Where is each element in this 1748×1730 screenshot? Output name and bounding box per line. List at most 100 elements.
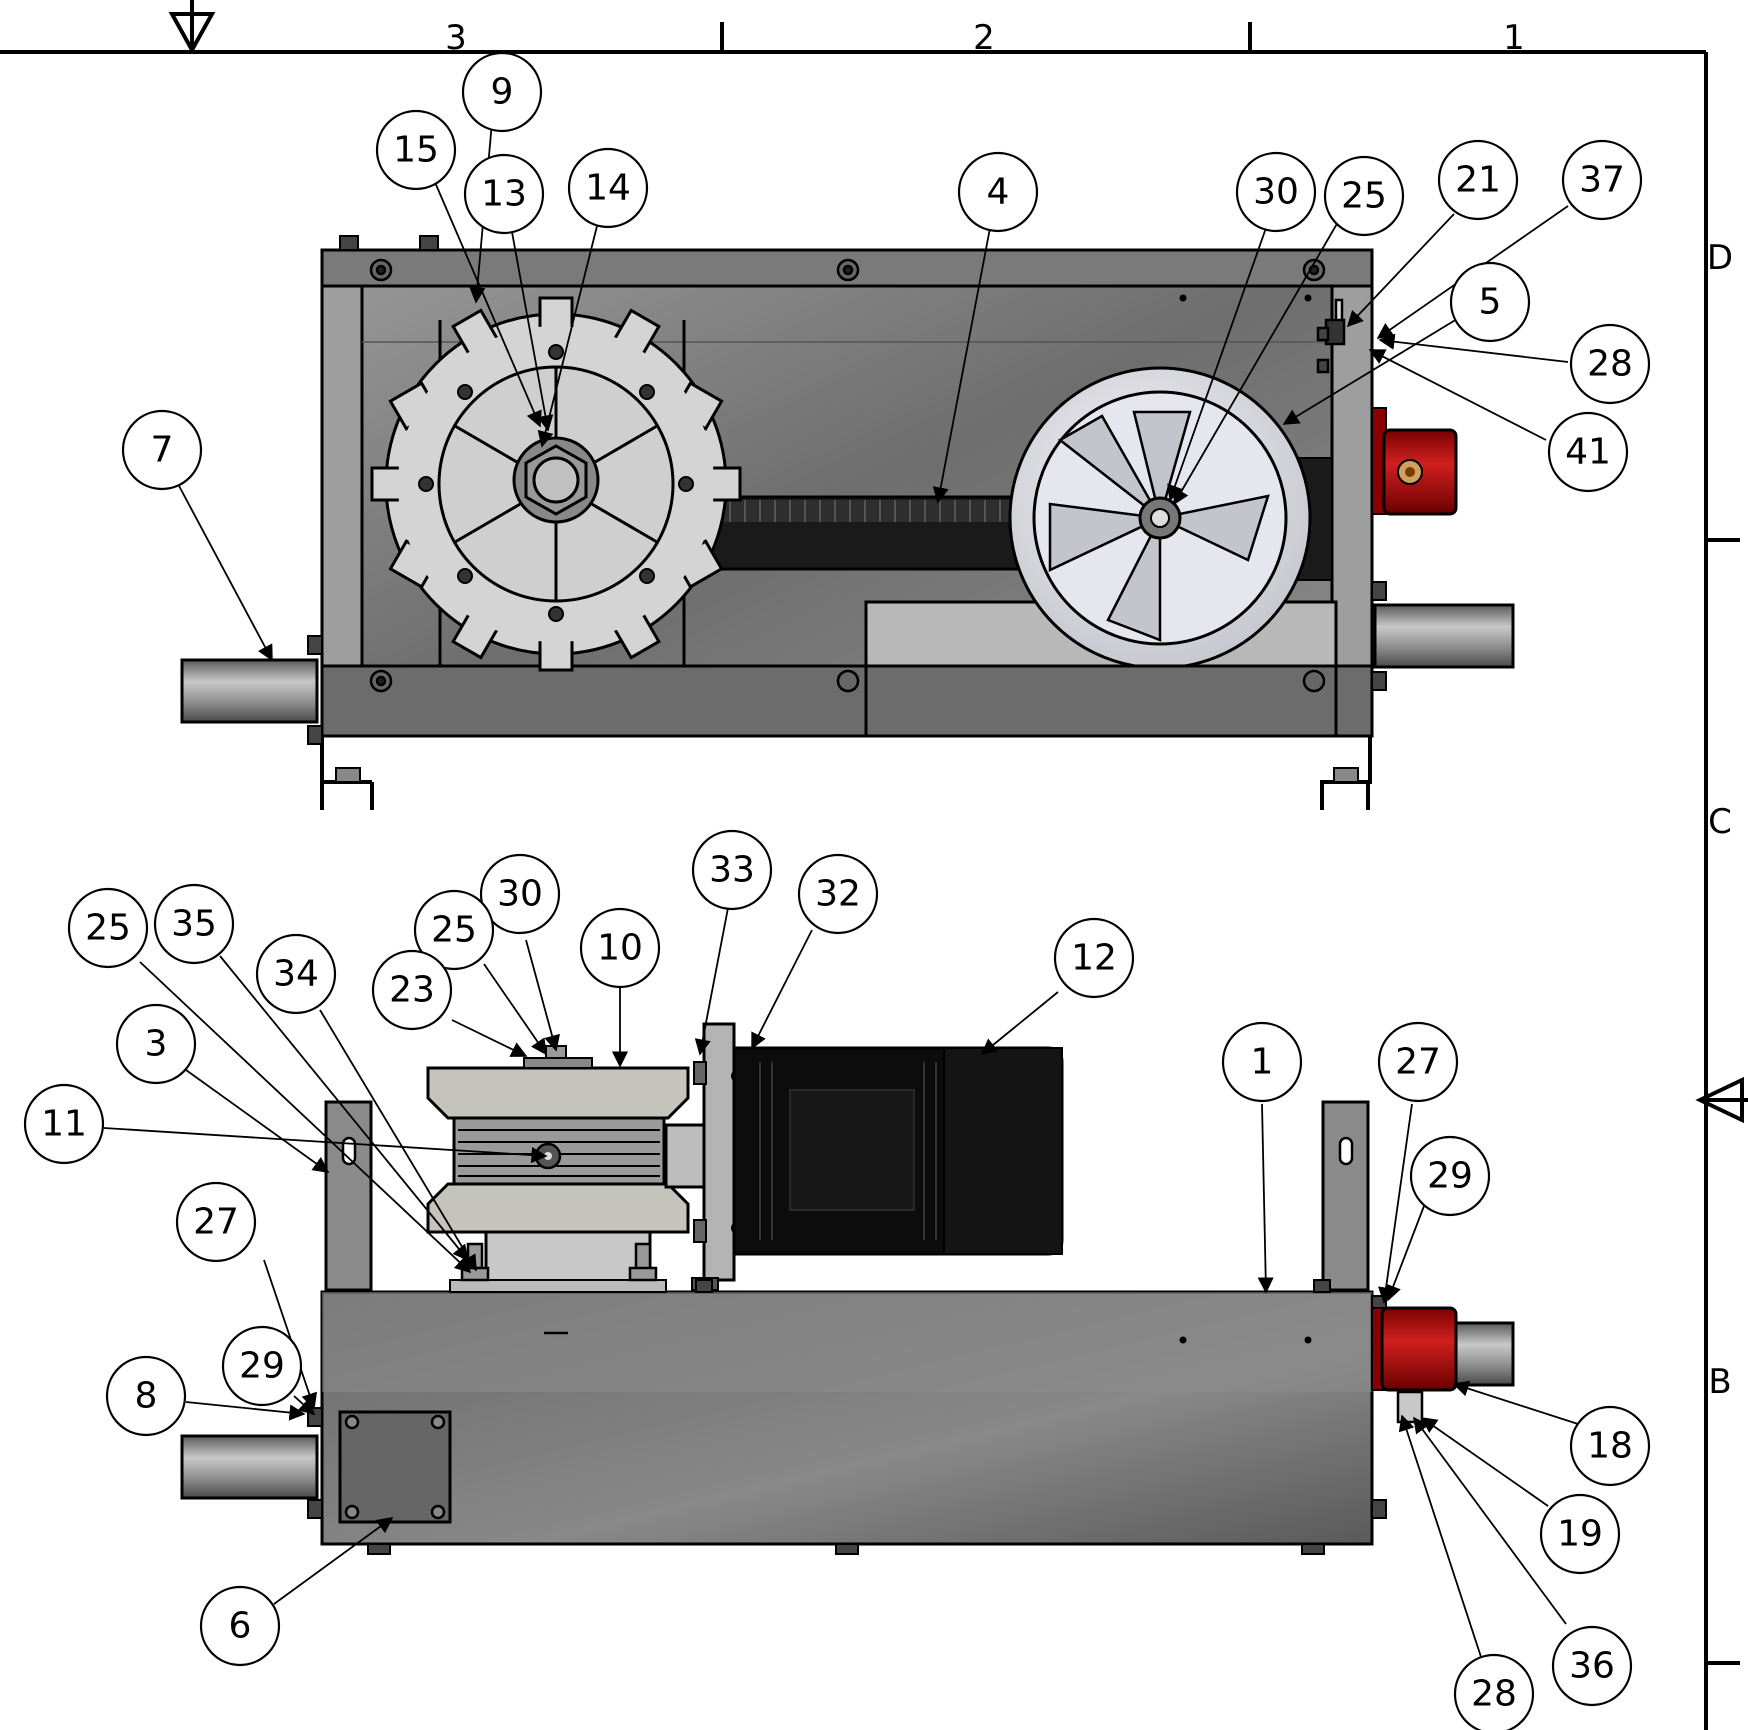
svg-text:9: 9 <box>491 72 514 113</box>
zone-label-c: C <box>1708 802 1732 842</box>
right-shaft <box>1373 603 1515 669</box>
svg-text:25: 25 <box>1341 176 1387 217</box>
balloon-1: 1 <box>1221 1021 1303 1103</box>
balloon-8: 8 <box>105 1355 187 1437</box>
balloon-27-right: 27 <box>1377 1021 1459 1103</box>
balloon-6: 6 <box>199 1585 281 1667</box>
balloons-front-view: 33 32 30 25 35 25 10 12 34 23 3 11 1 27 … <box>23 829 1651 1730</box>
svg-text:30: 30 <box>1253 172 1299 213</box>
svg-text:3: 3 <box>145 1024 168 1065</box>
balloon-25-front-a: 25 <box>413 889 495 971</box>
centering-mark-top <box>168 0 216 55</box>
svg-text:23: 23 <box>389 970 435 1011</box>
svg-text:25: 25 <box>431 910 477 951</box>
svg-text:28: 28 <box>1471 1674 1517 1715</box>
gearbox <box>426 1045 690 1293</box>
left-upright <box>324 1100 373 1292</box>
coupling-shaft <box>664 1123 708 1189</box>
front-view <box>180 1022 1515 1555</box>
housing-left-wall <box>320 284 364 668</box>
balloons-top-view: 9 15 13 14 4 30 25 21 37 5 28 41 7 <box>121 51 1651 493</box>
balloon-4: 4 <box>957 151 1039 233</box>
right-upright <box>1321 1100 1370 1292</box>
cover-plate <box>338 1410 452 1524</box>
svg-text:27: 27 <box>1395 1042 1441 1083</box>
limit-switch <box>1316 298 1346 374</box>
svg-text:10: 10 <box>597 928 643 969</box>
balloon-12: 12 <box>1053 917 1135 999</box>
balloon-14: 14 <box>567 147 649 229</box>
balloon-9: 9 <box>461 51 543 133</box>
svg-text:27: 27 <box>193 1202 239 1243</box>
svg-text:15: 15 <box>393 130 439 171</box>
balloon-23: 23 <box>371 949 453 1031</box>
balloon-29-left: 29 <box>221 1325 303 1407</box>
svg-text:33: 33 <box>709 850 755 891</box>
balloon-28-top: 28 <box>1569 323 1651 405</box>
svg-text:7: 7 <box>151 430 174 471</box>
svg-text:34: 34 <box>273 954 319 995</box>
svg-text:36: 36 <box>1569 1646 1615 1687</box>
balloon-41: 41 <box>1547 411 1629 493</box>
encoder-top <box>1371 407 1458 516</box>
svg-text:1: 1 <box>1251 1042 1274 1083</box>
zone-label-3: 3 <box>445 18 467 58</box>
zone-label-2: 2 <box>973 18 995 58</box>
encoder-front <box>1371 1295 1458 1424</box>
svg-text:4: 4 <box>987 172 1010 213</box>
svg-text:21: 21 <box>1455 160 1501 201</box>
balloon-25-front-b: 25 <box>67 887 149 969</box>
svg-text:29: 29 <box>1427 1156 1473 1197</box>
centering-mark-right <box>1695 1076 1748 1124</box>
balloon-35: 35 <box>153 883 235 965</box>
balloon-5: 5 <box>1449 261 1531 343</box>
svg-text:32: 32 <box>815 874 861 915</box>
svg-text:41: 41 <box>1565 432 1611 473</box>
svg-text:37: 37 <box>1579 160 1625 201</box>
balloon-25-top: 25 <box>1323 155 1405 237</box>
left-shaft-front <box>180 1434 319 1500</box>
zone-label-d: D <box>1707 238 1733 278</box>
svg-text:19: 19 <box>1557 1514 1603 1555</box>
svg-text:12: 12 <box>1071 938 1117 979</box>
svg-text:11: 11 <box>41 1104 87 1145</box>
zone-label-b: B <box>1708 1362 1731 1402</box>
zone-label-1: 1 <box>1503 18 1525 58</box>
worm-wheel <box>1008 366 1333 670</box>
balloon-33: 33 <box>691 829 773 911</box>
svg-text:30: 30 <box>497 874 543 915</box>
svg-text:28: 28 <box>1587 344 1633 385</box>
zone-labels: 3 2 1 D C B <box>445 18 1733 1402</box>
balloon-21: 21 <box>1437 139 1519 221</box>
balloon-34: 34 <box>255 933 337 1015</box>
motor <box>691 1022 1064 1291</box>
svg-text:29: 29 <box>239 1346 285 1387</box>
balloon-36: 36 <box>1551 1625 1633 1707</box>
svg-text:6: 6 <box>229 1606 252 1647</box>
svg-text:25: 25 <box>85 908 131 949</box>
right-shaft-front <box>1450 1321 1515 1387</box>
balloon-32: 32 <box>797 853 879 935</box>
svg-text:35: 35 <box>171 904 217 945</box>
balloon-30-top: 30 <box>1235 151 1317 233</box>
balloon-19: 19 <box>1539 1493 1621 1575</box>
sprocket-gear <box>370 296 742 672</box>
svg-text:14: 14 <box>585 168 631 209</box>
svg-text:13: 13 <box>481 174 527 215</box>
balloon-29-right: 29 <box>1409 1135 1491 1217</box>
svg-text:5: 5 <box>1479 282 1502 323</box>
leader-lines <box>103 121 1579 1661</box>
svg-text:18: 18 <box>1587 1426 1633 1467</box>
balloon-11: 11 <box>23 1083 105 1165</box>
balloon-37: 37 <box>1561 139 1643 221</box>
balloon-7: 7 <box>121 409 203 491</box>
balloon-10: 10 <box>579 907 661 989</box>
balloon-28-front: 28 <box>1453 1653 1535 1730</box>
left-shaft <box>180 658 319 724</box>
top-view <box>180 235 1515 810</box>
balloon-18: 18 <box>1569 1405 1651 1487</box>
balloon-3: 3 <box>115 1003 197 1085</box>
svg-text:8: 8 <box>135 1376 158 1417</box>
